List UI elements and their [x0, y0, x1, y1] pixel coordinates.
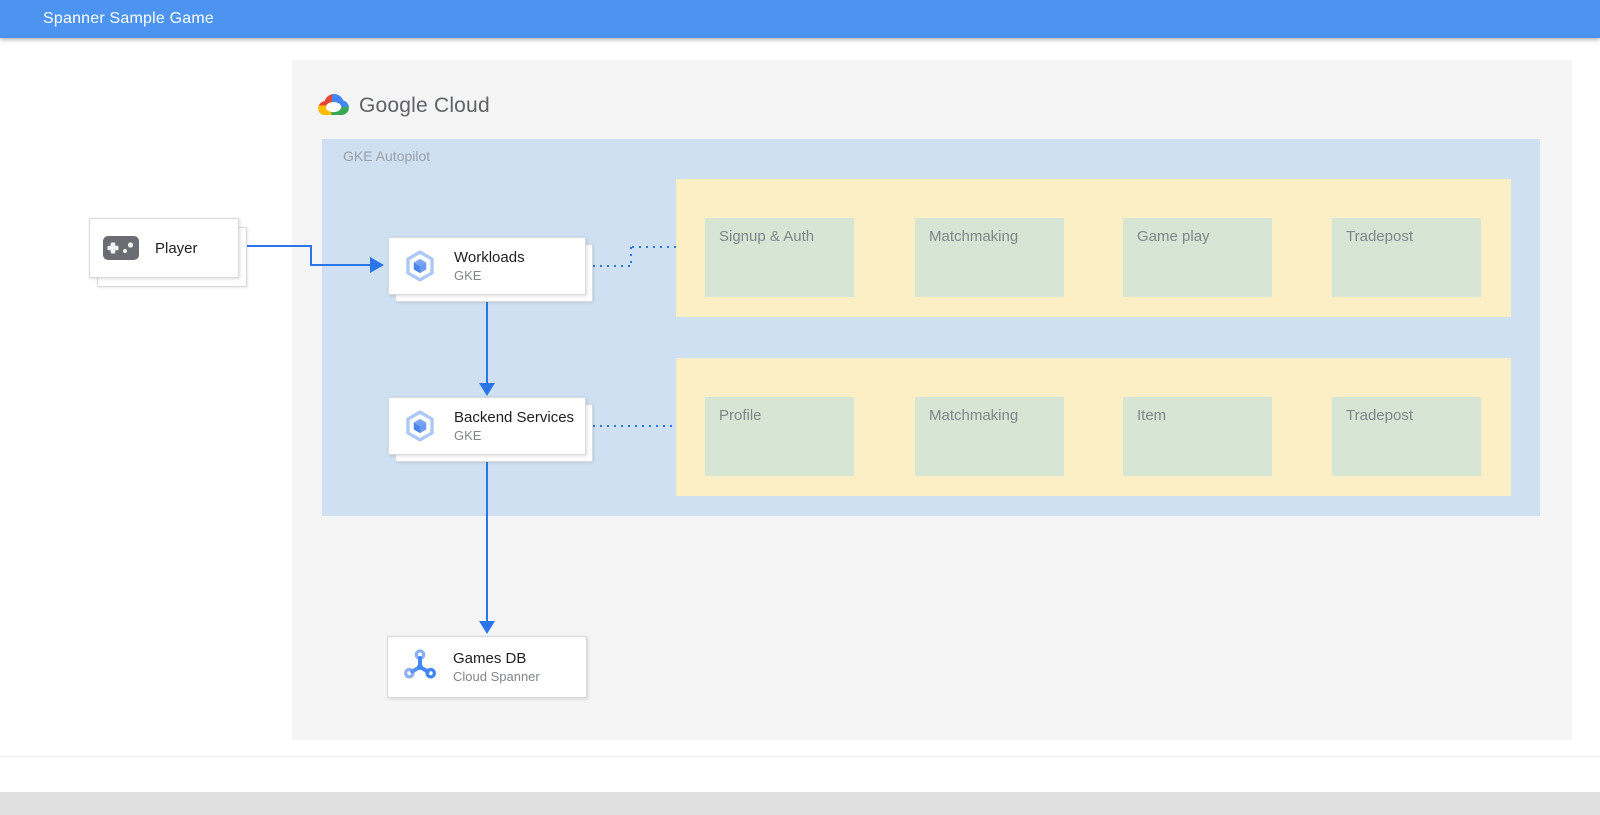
cloud-spanner-icon	[400, 647, 440, 687]
games-db-subtitle: Cloud Spanner	[453, 669, 540, 684]
service-label: Game play	[1137, 228, 1210, 245]
dotted-segment	[586, 425, 676, 427]
app-header: Spanner Sample Game	[0, 0, 1600, 38]
arrow-segment	[486, 296, 488, 386]
workloads-subtitle: GKE	[454, 268, 482, 283]
page-title: Spanner Sample Game	[43, 10, 215, 27]
arrow-segment	[310, 245, 312, 266]
footer-bar	[0, 792, 1600, 815]
service-box-item: Item	[1123, 397, 1272, 476]
service-box-matchmaking-bottom: Matchmaking	[915, 397, 1064, 476]
games-db-card: Games DB Cloud Spanner	[387, 636, 587, 698]
service-box-tradepost-top: Tradepost	[1332, 218, 1481, 297]
player-label: Player	[155, 239, 198, 257]
google-cloud-logo-icon	[316, 92, 350, 120]
workloads-card: Workloads GKE	[388, 237, 586, 295]
arrowhead	[370, 257, 384, 273]
workloads-title: Workloads	[454, 249, 525, 266]
player-card: Player	[89, 218, 239, 278]
service-box-game-play: Game play	[1123, 218, 1272, 297]
backend-services-title: Backend Services	[454, 409, 575, 426]
services-group-top: Signup & Auth Matchmaking Game play Trad…	[676, 179, 1511, 317]
service-label: Tradepost	[1346, 228, 1413, 245]
service-box-signup-auth: Signup & Auth	[705, 218, 854, 297]
service-label: Matchmaking	[929, 407, 1019, 424]
arrowhead	[479, 621, 495, 634]
divider	[0, 756, 1600, 757]
dotted-segment	[632, 246, 676, 248]
backend-services-card: Backend Services GKE	[388, 397, 586, 455]
gamepad-icon	[102, 235, 140, 261]
service-box-matchmaking-top: Matchmaking	[915, 218, 1064, 297]
service-box-tradepost-bottom: Tradepost	[1332, 397, 1481, 476]
service-label: Signup & Auth	[719, 228, 815, 245]
service-label: Profile	[719, 407, 762, 424]
arrow-segment	[310, 264, 372, 266]
service-label: Item	[1137, 407, 1167, 424]
gke-autopilot-label: GKE Autopilot	[343, 148, 431, 164]
google-cloud-logo: Google Cloud	[316, 92, 490, 120]
games-db-title: Games DB	[453, 650, 527, 667]
service-box-profile: Profile	[705, 397, 854, 476]
services-group-bottom: Profile Matchmaking Item Tradepost	[676, 358, 1511, 496]
dotted-segment	[586, 265, 632, 267]
google-cloud-label: Google Cloud	[359, 94, 490, 117]
dotted-segment	[630, 247, 632, 267]
gke-icon	[403, 409, 437, 443]
arrow-segment	[238, 245, 312, 247]
arrowhead	[479, 383, 495, 396]
backend-services-subtitle: GKE	[454, 428, 482, 443]
gke-icon	[403, 249, 437, 283]
arrow-segment	[486, 456, 488, 623]
service-label: Tradepost	[1346, 407, 1413, 424]
service-label: Matchmaking	[929, 228, 1019, 245]
